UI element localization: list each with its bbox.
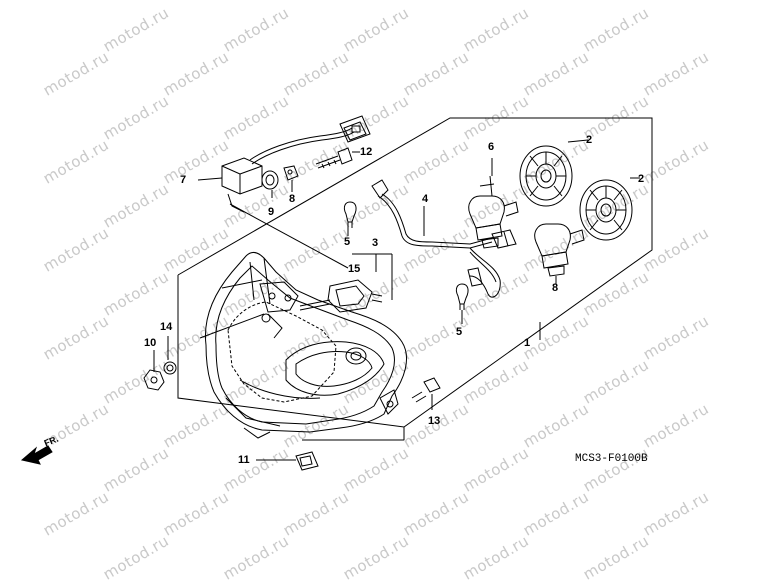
callout-6: 6 xyxy=(488,141,495,153)
callout-9: 9 xyxy=(268,206,275,218)
dust-cover-lower xyxy=(579,179,633,241)
callout-12: 12 xyxy=(360,146,373,158)
callout-8-lower: 8 xyxy=(552,282,559,294)
dust-cover-upper xyxy=(519,145,573,207)
grommet-9 xyxy=(261,170,279,190)
nut-10 xyxy=(143,369,165,391)
collar-8 xyxy=(283,165,299,181)
wiring-harness xyxy=(371,179,517,298)
callout-13: 13 xyxy=(428,415,441,427)
callout-5-lower: 5 xyxy=(456,326,463,338)
callout-3: 3 xyxy=(372,237,379,249)
bolt-12 xyxy=(315,147,353,169)
callout-5-upper: 5 xyxy=(344,236,351,248)
h4-bulb-lower xyxy=(534,223,585,277)
callout-1: 1 xyxy=(524,337,531,349)
callout-15: 15 xyxy=(348,263,361,275)
position-bulb-upper xyxy=(343,201,357,228)
headlight-housing xyxy=(204,251,407,439)
callout-14: 14 xyxy=(160,321,173,333)
callout-11: 11 xyxy=(238,454,250,466)
grommet-14 xyxy=(163,361,177,375)
front-arrow-icon xyxy=(20,445,53,465)
callout-8-upper: 8 xyxy=(289,193,296,205)
adjuster-part xyxy=(299,279,383,313)
callout-2-lower: 2 xyxy=(638,173,645,185)
callout-2-upper: 2 xyxy=(586,134,593,146)
clip-11 xyxy=(295,451,319,471)
callout-10: 10 xyxy=(144,337,157,349)
callout-4: 4 xyxy=(422,193,429,205)
assembly-1-box xyxy=(177,117,653,428)
h4-bulb-upper xyxy=(468,175,519,249)
leader-lines xyxy=(153,139,640,461)
position-bulb-lower xyxy=(455,283,469,310)
callout-7: 7 xyxy=(180,174,187,186)
bolt-13 xyxy=(411,377,441,403)
diagram-code: MCS3-F0100B xyxy=(575,453,648,465)
relay-assembly xyxy=(221,115,371,213)
